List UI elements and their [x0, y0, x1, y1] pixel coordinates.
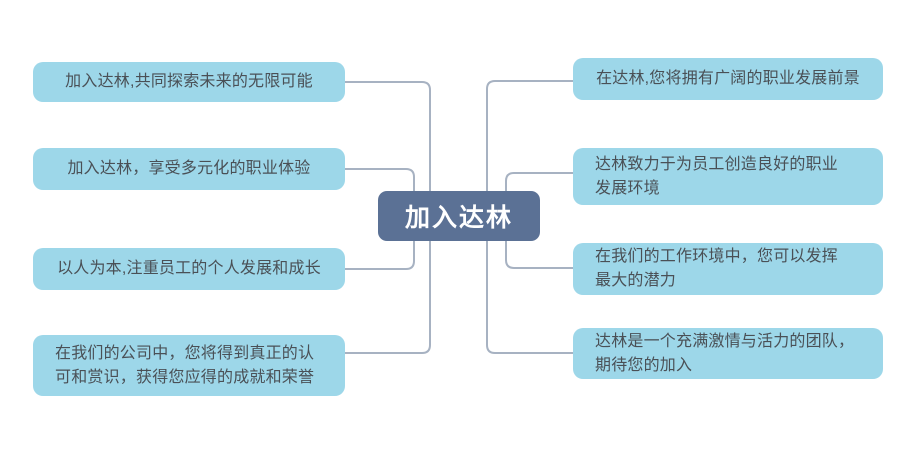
branch-node-left-3[interactable]: 以人为本,注重员工的个人发展和成长 [33, 248, 345, 290]
connector-left-1 [345, 81, 431, 191]
connector-right-1 [486, 80, 573, 191]
branch-node-right-1[interactable]: 在达林,您将拥有广阔的职业发展前景 [573, 58, 883, 100]
connector-right-3 [505, 241, 573, 269]
branch-label: 在我们的工作环境中，您可以发挥 最大的潜力 [595, 248, 839, 289]
branch-node-left-4[interactable]: 在我们的公司中，您将得到真正的认 可和赏识，获得您应得的成就和荣誉 [33, 335, 345, 396]
branch-label: 加入达林，享受多元化的职业体验 [67, 160, 311, 177]
branch-node-left-2[interactable]: 加入达林，享受多元化的职业体验 [33, 148, 345, 190]
connector-left-3 [345, 241, 415, 270]
branch-label: 在我们的公司中，您将得到真正的认 可和赏识，获得您应得的成就和荣誉 [55, 344, 315, 386]
branch-node-right-2[interactable]: 达林致力于为员工创造良好的职业 发展环境 [573, 148, 883, 205]
branch-label: 加入达林,共同探索未来的无限可能 [65, 73, 313, 90]
root-node[interactable]: 加入达林 [378, 191, 540, 241]
branch-node-right-3[interactable]: 在我们的工作环境中，您可以发挥 最大的潜力 [573, 243, 883, 295]
branch-label: 在达林,您将拥有广阔的职业发展前景 [596, 70, 860, 87]
connector-left-4 [345, 241, 431, 354]
branch-label: 以人为本,注重员工的个人发展和成长 [57, 260, 321, 277]
branch-node-right-4[interactable]: 达林是一个充满激情与活力的团队， 期待您的加入 [573, 328, 883, 379]
branch-label: 达林是一个充满激情与活力的团队， 期待您的加入 [595, 332, 855, 374]
branch-node-left-1[interactable]: 加入达林,共同探索未来的无限可能 [33, 62, 345, 102]
connector-left-2 [345, 168, 415, 191]
root-node-label: 加入达林 [404, 204, 513, 232]
connector-right-4 [486, 241, 573, 354]
connector-right-2 [505, 172, 573, 191]
branch-label: 达林致力于为员工创造良好的职业 发展环境 [595, 155, 839, 197]
